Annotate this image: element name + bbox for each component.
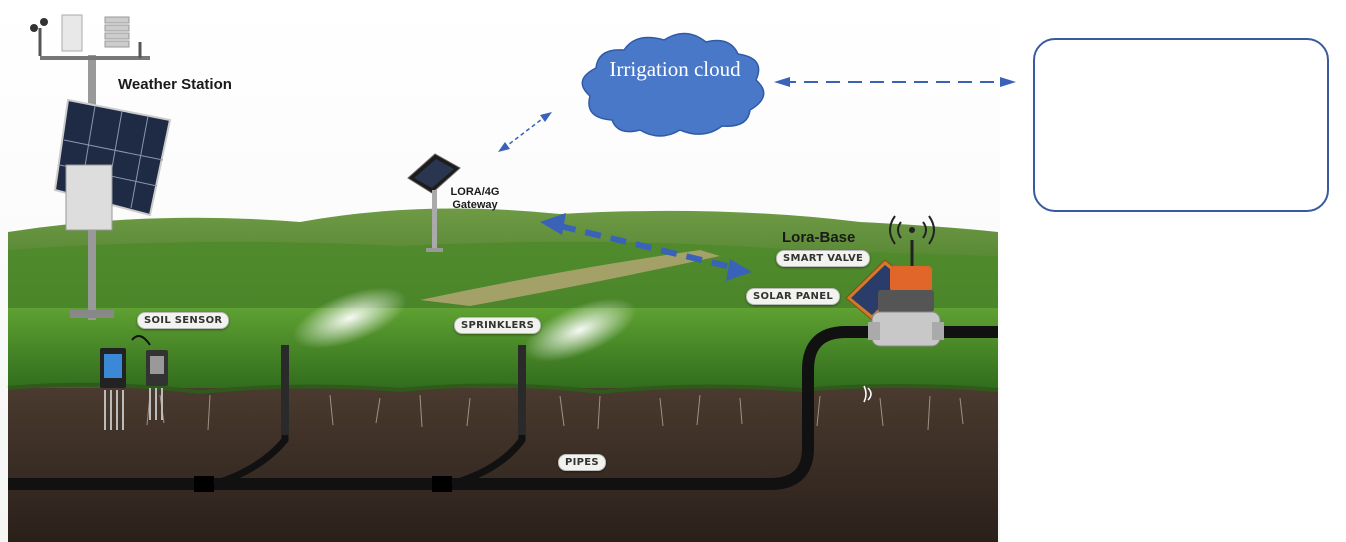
pipes [8, 326, 998, 492]
gateway-label-line2: Gateway [452, 199, 498, 211]
gateway-label-line1: LORA/4G [450, 186, 500, 198]
solar-panel-tag: SOLAR PANEL [746, 288, 841, 305]
soil-sensor-tag: SOIL SENSOR [137, 312, 230, 329]
gateway-label: LORA/4G Gateway [445, 186, 505, 212]
devices-panel [1033, 38, 1329, 212]
pipes-tag: PIPES [558, 454, 606, 471]
phone-temperature: 80° [1266, 98, 1288, 112]
sprinklers [281, 287, 637, 435]
soil-sensors [100, 335, 168, 430]
lora-base-label: Lora-Base [782, 229, 856, 246]
irrigation-cloud-label: Irrigation cloud [609, 57, 741, 81]
irrigation-cloud-shape [581, 32, 765, 137]
connection-arrows [498, 77, 1016, 281]
gateway-device [407, 153, 461, 252]
sprinklers-tag: SPRINKLERS [454, 317, 542, 334]
smart-valve-tag: SMART VALVE [776, 250, 871, 267]
weather-station-label: Weather Station [118, 76, 232, 93]
weather-station [30, 14, 172, 320]
smart-valve [845, 215, 944, 403]
